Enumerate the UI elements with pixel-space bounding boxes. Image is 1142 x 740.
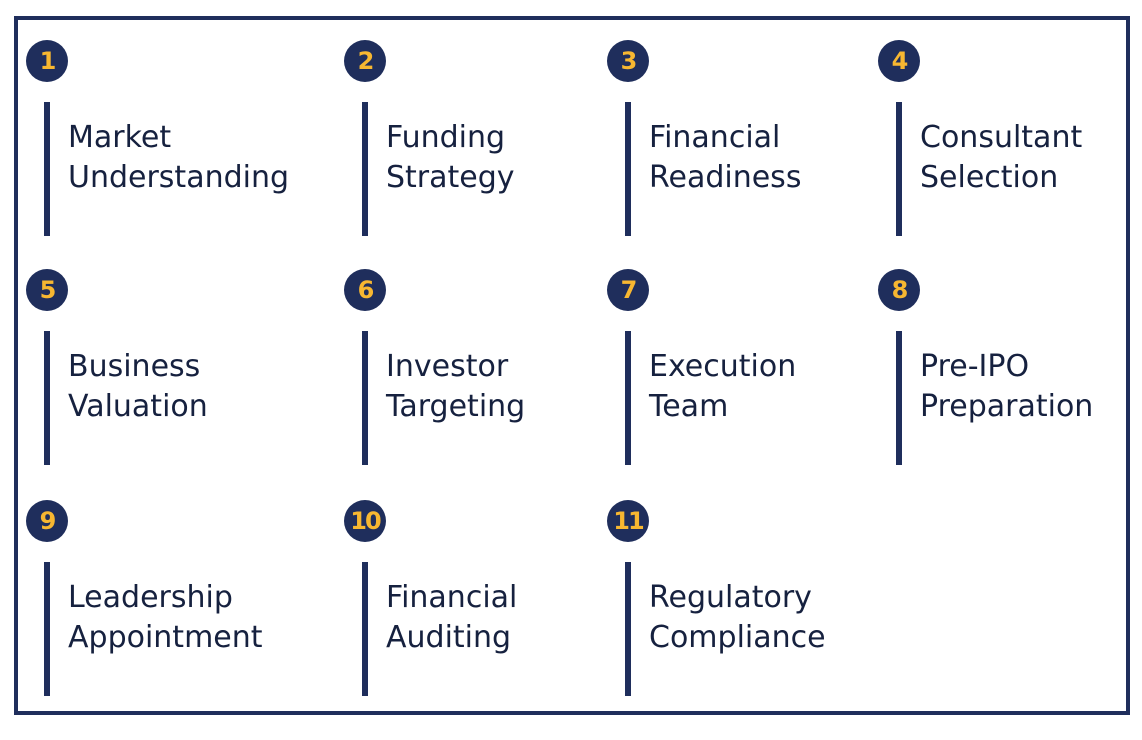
step-divider-bar bbox=[44, 331, 50, 465]
step-divider-bar bbox=[362, 102, 368, 236]
step-number-badge: 5 bbox=[26, 269, 68, 311]
step-number-badge: 11 bbox=[607, 500, 649, 542]
step-divider-bar bbox=[896, 102, 902, 236]
step-label-line-1: Investor bbox=[386, 349, 509, 384]
step-number-badge: 7 bbox=[607, 269, 649, 311]
step-label: Financial Readiness bbox=[649, 118, 889, 198]
step-label-line-1: Execution bbox=[649, 349, 797, 384]
step-divider-bar bbox=[362, 562, 368, 696]
step-label-line-1: Leadership bbox=[68, 580, 233, 615]
step-divider-bar bbox=[625, 102, 631, 236]
step-11: 11 Regulatory Compliance bbox=[607, 500, 867, 700]
step-label-line-1: Funding bbox=[386, 120, 506, 155]
step-label: Funding Strategy bbox=[386, 118, 626, 198]
step-8: 8 Pre-IPO Preparation bbox=[878, 269, 1138, 469]
step-number-badge: 8 bbox=[878, 269, 920, 311]
step-label-line-2: Selection bbox=[920, 160, 1059, 195]
step-label: Regulatory Compliance bbox=[649, 578, 889, 658]
step-7: 7 Execution Team bbox=[607, 269, 867, 469]
process-steps-frame bbox=[14, 16, 1130, 715]
step-label-line-2: Auditing bbox=[386, 620, 512, 655]
step-divider-bar bbox=[625, 331, 631, 465]
step-label-line-2: Valuation bbox=[68, 389, 208, 424]
step-label-line-1: Market bbox=[68, 120, 172, 155]
step-3: 3 Financial Readiness bbox=[607, 40, 867, 240]
step-label-line-2: Understanding bbox=[68, 160, 290, 195]
step-divider-bar bbox=[896, 331, 902, 465]
step-label: Financial Auditing bbox=[386, 578, 626, 658]
step-number-badge: 1 bbox=[26, 40, 68, 82]
step-label: Leadership Appointment bbox=[68, 578, 308, 658]
step-4: 4 Consultant Selection bbox=[878, 40, 1138, 240]
step-label-line-2: Strategy bbox=[386, 160, 515, 195]
step-number-badge: 4 bbox=[878, 40, 920, 82]
step-divider-bar bbox=[44, 102, 50, 236]
step-label-line-1: Financial bbox=[386, 580, 518, 615]
step-divider-bar bbox=[362, 331, 368, 465]
step-10: 10 Financial Auditing bbox=[344, 500, 604, 700]
step-number-badge: 2 bbox=[344, 40, 386, 82]
step-label-line-1: Regulatory bbox=[649, 580, 812, 615]
step-label-line-1: Pre-IPO bbox=[920, 349, 1030, 384]
step-number-badge: 10 bbox=[344, 500, 386, 542]
step-label: Market Understanding bbox=[68, 118, 308, 198]
step-divider-bar bbox=[44, 562, 50, 696]
step-1: 1 Market Understanding bbox=[26, 40, 289, 240]
step-label-line-2: Preparation bbox=[920, 389, 1094, 424]
step-label-line-2: Team bbox=[649, 389, 729, 424]
step-label-line-2: Targeting bbox=[386, 389, 526, 424]
step-label-line-1: Financial bbox=[649, 120, 781, 155]
step-label-line-2: Readiness bbox=[649, 160, 802, 195]
step-label-line-2: Appointment bbox=[68, 620, 263, 655]
step-number-badge: 3 bbox=[607, 40, 649, 82]
step-label: Business Valuation bbox=[68, 347, 308, 427]
step-divider-bar bbox=[625, 562, 631, 696]
step-label-line-1: Business bbox=[68, 349, 201, 384]
step-label: Investor Targeting bbox=[386, 347, 626, 427]
step-5: 5 Business Valuation bbox=[26, 269, 286, 469]
step-number-badge: 6 bbox=[344, 269, 386, 311]
step-number-badge: 9 bbox=[26, 500, 68, 542]
step-9: 9 Leadership Appointment bbox=[26, 500, 286, 700]
step-label: Consultant Selection bbox=[920, 118, 1142, 198]
step-label-line-2: Compliance bbox=[649, 620, 826, 655]
step-label: Execution Team bbox=[649, 347, 889, 427]
step-label: Pre-IPO Preparation bbox=[920, 347, 1142, 427]
step-label-line-1: Consultant bbox=[920, 120, 1083, 155]
step-2: 2 Funding Strategy bbox=[344, 40, 604, 240]
step-6: 6 Investor Targeting bbox=[344, 269, 604, 469]
